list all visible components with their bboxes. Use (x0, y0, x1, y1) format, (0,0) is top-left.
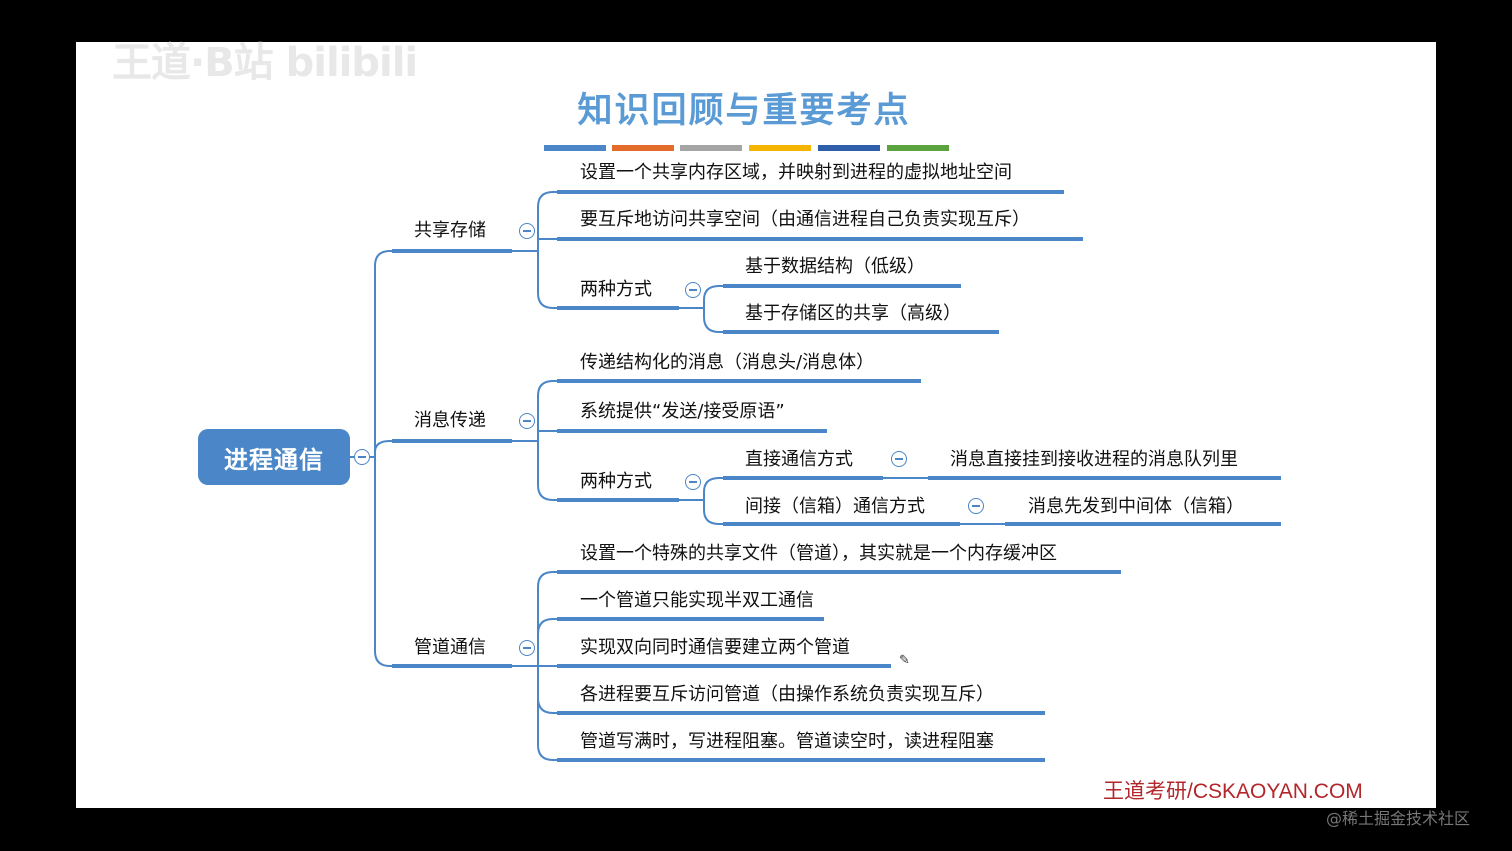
pipe-collapse-icon[interactable] (519, 640, 535, 656)
footer-brand: 王道考研/CSKAOYAN.COM (1103, 780, 1363, 803)
node-message-underline (392, 439, 512, 443)
connector-pipe-5 (537, 666, 557, 761)
direct-collapse-icon[interactable] (891, 451, 907, 467)
message-indirect-detail[interactable]: 消息先发到中间体（信箱） (1028, 496, 1244, 517)
connector-shared-1 (512, 191, 557, 252)
node-pipe-underline (392, 664, 512, 668)
connector-message-2 (537, 430, 557, 441)
bilibili-logo: 王道·B站 bilibili (112, 40, 418, 86)
node-shared-storage[interactable]: 共享存储 (414, 220, 486, 241)
connector-message-indirect (703, 500, 723, 525)
connector-message-1 (512, 380, 557, 442)
pipe-item-4-underline (557, 711, 1045, 715)
connector-pipe-1 (512, 571, 557, 667)
pipe-item-1[interactable]: 设置一个特殊的共享文件（管道），其实就是一个内存缓冲区 (580, 543, 1057, 564)
connector-message-direct (679, 477, 723, 501)
color-bar-2 (612, 145, 674, 151)
connector-shared-mode-2 (703, 308, 723, 333)
message-item-1-underline (557, 379, 921, 383)
pen-cursor-icon: ✎ (899, 653, 910, 668)
pipe-item-5-underline (557, 758, 1045, 762)
slide-canvas (76, 42, 1436, 808)
connector-pipe-2 (537, 618, 557, 666)
pipe-item-4[interactable]: 各进程要互斥访问管道（由操作系统负责实现互斥） (580, 684, 994, 705)
connector-root-message (374, 440, 392, 457)
message-direct-detail-underline (928, 476, 1281, 480)
pipe-item-1-underline (557, 570, 1121, 574)
node-pipe-communication[interactable]: 管道通信 (414, 637, 486, 658)
connector-shared-mode-1 (679, 285, 723, 309)
connector-message-modes (537, 441, 557, 501)
watermark-text: @稀土掘金技术社区 (1326, 809, 1471, 828)
shared-modes-collapse-icon[interactable] (685, 282, 701, 298)
color-bar-4 (749, 145, 811, 151)
color-bar-6 (887, 145, 949, 151)
indirect-collapse-icon[interactable] (968, 498, 984, 514)
connector-shared-2 (537, 238, 557, 251)
root-node[interactable]: 进程通信 (198, 429, 350, 485)
color-bar-1 (544, 145, 606, 151)
shared-item-1-underline (557, 190, 1064, 194)
connector-pipe-4 (537, 666, 557, 714)
message-item-2[interactable]: 系统提供“发送/接受原语” (580, 401, 785, 422)
message-modes-underline (557, 498, 679, 502)
message-indirect-underline (723, 522, 960, 526)
shared-item-2-underline (557, 237, 1083, 241)
node-message-passing[interactable]: 消息传递 (414, 410, 486, 431)
message-direct-detail[interactable]: 消息直接挂到接收进程的消息队列里 (950, 449, 1238, 470)
page-title: 知识回顾与重要考点 (577, 90, 911, 131)
shared-item-2[interactable]: 要互斥地访问共享空间（由通信进程自己负责实现互斥） (580, 209, 1030, 230)
pipe-item-2-underline (557, 617, 824, 621)
pipe-item-2[interactable]: 一个管道只能实现半双工通信 (580, 590, 814, 611)
message-modes-node[interactable]: 两种方式 (580, 471, 652, 492)
color-bar-3 (680, 145, 742, 151)
shared-mode-2-underline (723, 330, 999, 334)
pipe-item-5[interactable]: 管道写满时，写进程阻塞。管道读空时，读进程阻塞 (580, 731, 994, 752)
shared-mode-1-underline (723, 284, 961, 288)
message-indirect-detail-underline (1005, 522, 1281, 526)
shared-modes-underline (557, 306, 679, 310)
message-item-2-underline (557, 429, 827, 433)
root-collapse-icon[interactable] (354, 449, 370, 465)
pipe-item-3[interactable]: 实现双向同时通信要建立两个管道 (580, 637, 850, 658)
pipe-item-3-underline (557, 664, 891, 668)
shared-mode-2[interactable]: 基于存储区的共享（高级） (745, 303, 961, 324)
node-shared-underline (392, 249, 512, 253)
message-collapse-icon[interactable] (519, 413, 535, 429)
color-bar-5 (818, 145, 880, 151)
message-modes-collapse-icon[interactable] (685, 474, 701, 490)
shared-mode-1[interactable]: 基于数据结构（低级） (745, 256, 925, 277)
message-direct-node[interactable]: 直接通信方式 (745, 449, 853, 470)
shared-collapse-icon[interactable] (519, 223, 535, 239)
connector-root-shared (350, 250, 392, 458)
shared-item-1[interactable]: 设置一个共享内存区域，并映射到进程的虚拟地址空间 (580, 162, 1012, 183)
message-item-1[interactable]: 传递结构化的消息（消息头/消息体） (580, 352, 875, 373)
connector-shared-modes (537, 251, 557, 309)
connector-root-pipe (374, 457, 392, 667)
message-indirect-node[interactable]: 间接（信箱）通信方式 (745, 496, 925, 517)
message-direct-underline (723, 476, 883, 480)
shared-modes-node[interactable]: 两种方式 (580, 279, 652, 300)
